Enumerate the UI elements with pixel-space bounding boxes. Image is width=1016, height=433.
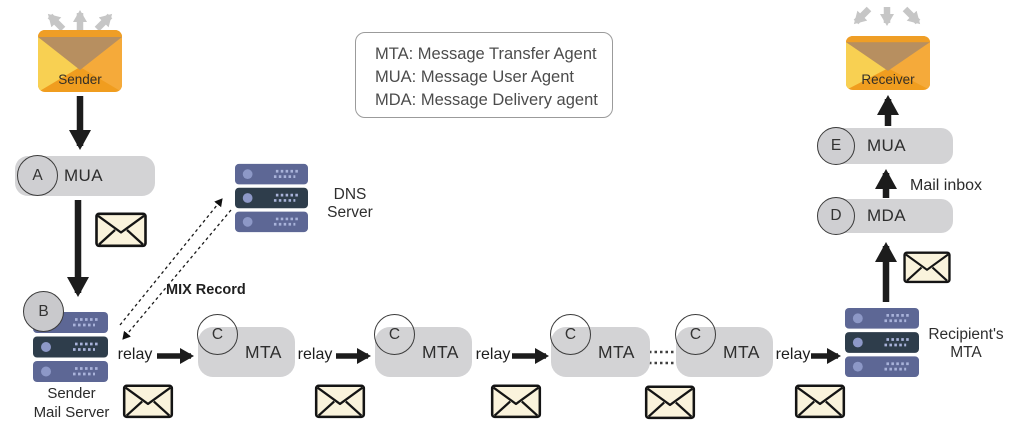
mta-4-label: MTA [723, 341, 760, 362]
legend-box: MTA: Message Transfer Agent MUA: Message… [355, 32, 613, 118]
node-mua-a: A MUA [15, 155, 155, 196]
node-dns-server [235, 162, 308, 234]
sender-mail-server-label: Sender Mail Server [33, 385, 110, 421]
legend-line-mta: MTA: Message Transfer Agent [375, 45, 597, 63]
step-letter: A [32, 166, 43, 184]
sender-envelope-icon: Sender [38, 30, 122, 92]
sender-broadcast-arrows-icon [47, 10, 113, 32]
receiver-incoming-arrows-icon [853, 6, 921, 26]
dns-server-label: DNS Server [327, 186, 373, 221]
mail-envelope-icon [95, 212, 147, 248]
mail-envelope-icon [314, 384, 366, 419]
step-letter: C [689, 325, 702, 343]
legend-line-mua: MUA: Message User Agent [375, 68, 574, 86]
legend-line-mda: MDA: Message Delivery agent [375, 91, 598, 109]
sender-label: Sender [58, 72, 102, 87]
step-circle-e: E [817, 127, 855, 165]
node-mua-e: E MUA [817, 127, 953, 165]
node-mta-3: C MTA [550, 314, 650, 377]
mail-envelope-icon [794, 384, 846, 419]
step-letter: D [830, 207, 842, 224]
relay-label-2: relay [297, 346, 333, 363]
mail-envelope-icon [644, 385, 696, 420]
relay-label-4: relay [775, 346, 811, 363]
envelope-graphic [38, 30, 122, 92]
step-letter: C [388, 325, 401, 343]
relay-label-1: relay [117, 346, 153, 363]
mail-envelope-icon [903, 251, 951, 284]
server-rack-icon [845, 307, 919, 378]
step-circle-c3: C [550, 314, 591, 355]
step-letter: B [38, 302, 49, 320]
step-circle-c2: C [374, 314, 415, 355]
step-letter: C [211, 325, 224, 343]
mta-3-label: MTA [598, 341, 635, 362]
node-mta-2: C MTA [374, 314, 472, 377]
mail-envelope-icon [490, 384, 542, 419]
mix-record-label: MIX Record [166, 282, 246, 298]
server-rack-icon [235, 163, 308, 233]
node-mta-1: C MTA [197, 314, 295, 377]
step-circle-b: B [23, 291, 64, 332]
mta-1-label: MTA [245, 341, 282, 362]
step-letter: C [564, 325, 577, 343]
relay-label-3: relay [475, 346, 511, 363]
mail-inbox-label: Mail inbox [910, 177, 983, 194]
mail-envelope-icon [122, 384, 174, 419]
step-circle-c1: C [197, 314, 238, 355]
recipient-mta-label: Recipient's MTA [928, 326, 1004, 361]
mua-e-label: MUA [867, 136, 906, 155]
node-sender-mail-server: B Sender Mail Server [23, 291, 109, 421]
envelope-graphic [846, 36, 930, 90]
step-circle-d: D [817, 197, 855, 235]
receiver-envelope-icon: Receiver [846, 36, 930, 90]
mua-a-label: MUA [64, 166, 103, 185]
step-letter: E [830, 137, 842, 154]
step-circle-a: A [17, 155, 58, 196]
receiver-label: Receiver [861, 72, 915, 87]
mta-chain-continuation-dots [649, 350, 676, 365]
mda-d-label: MDA [867, 206, 906, 225]
mta-2-label: MTA [422, 341, 459, 362]
node-recipient-mta [845, 307, 919, 378]
node-mta-4: C MTA [675, 314, 773, 377]
node-mda-d: D MDA [817, 197, 953, 235]
step-circle-c4: C [675, 314, 716, 355]
